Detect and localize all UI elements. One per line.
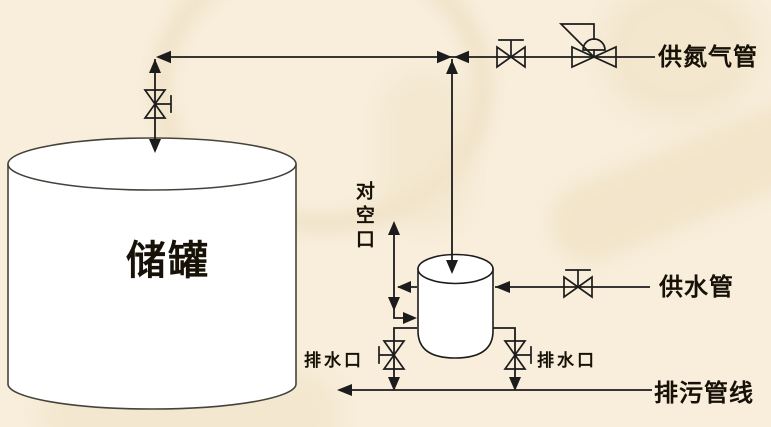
arrow-down-drain-right	[509, 377, 521, 391]
arrow-left-water-inlet	[495, 281, 510, 293]
arrow-down-into-vessel	[446, 260, 458, 274]
arrow-up-corner	[149, 59, 161, 73]
vent-pipe	[393, 223, 415, 319]
water-valve-icon	[563, 269, 593, 299]
vent-port-label: 对空口	[352, 181, 374, 253]
arrow-down-vent-elbow	[388, 297, 400, 311]
storage-tank-label: 储罐	[126, 239, 210, 283]
arrow-left-corner	[156, 50, 171, 64]
nitrogen-manual-valve-icon	[496, 39, 526, 69]
arrow-left-junction	[454, 50, 469, 64]
arrow-up-junction	[446, 60, 458, 74]
arrow-right-vent-return	[403, 312, 417, 324]
buffer-vessel	[417, 253, 494, 359]
arrow-down-drain-left	[388, 377, 400, 391]
nitrogen-pipe-label: 供氮气管	[658, 44, 758, 71]
drain-valve-left-icon	[378, 340, 406, 370]
drain-valve-right-icon	[503, 340, 532, 370]
drain-right-label: 排水口	[537, 351, 597, 370]
buffer-vessel-body	[417, 268, 494, 359]
arrow-right-junction	[437, 50, 452, 64]
buffer-vessel-top	[417, 253, 494, 285]
nitrogen-control-valve-icon	[558, 23, 617, 69]
arrow-left-sewage	[337, 384, 352, 396]
tank-inlet-valve-icon	[143, 89, 172, 119]
water-pipe-label: 供水管	[659, 274, 734, 301]
drain-left-label: 排水口	[304, 351, 364, 370]
arrow-up-vent	[388, 221, 400, 235]
sewage-line-label: 排污管线	[654, 380, 754, 407]
storage-tank-body	[7, 163, 297, 410]
arrow-left-vent-stub	[397, 281, 411, 293]
